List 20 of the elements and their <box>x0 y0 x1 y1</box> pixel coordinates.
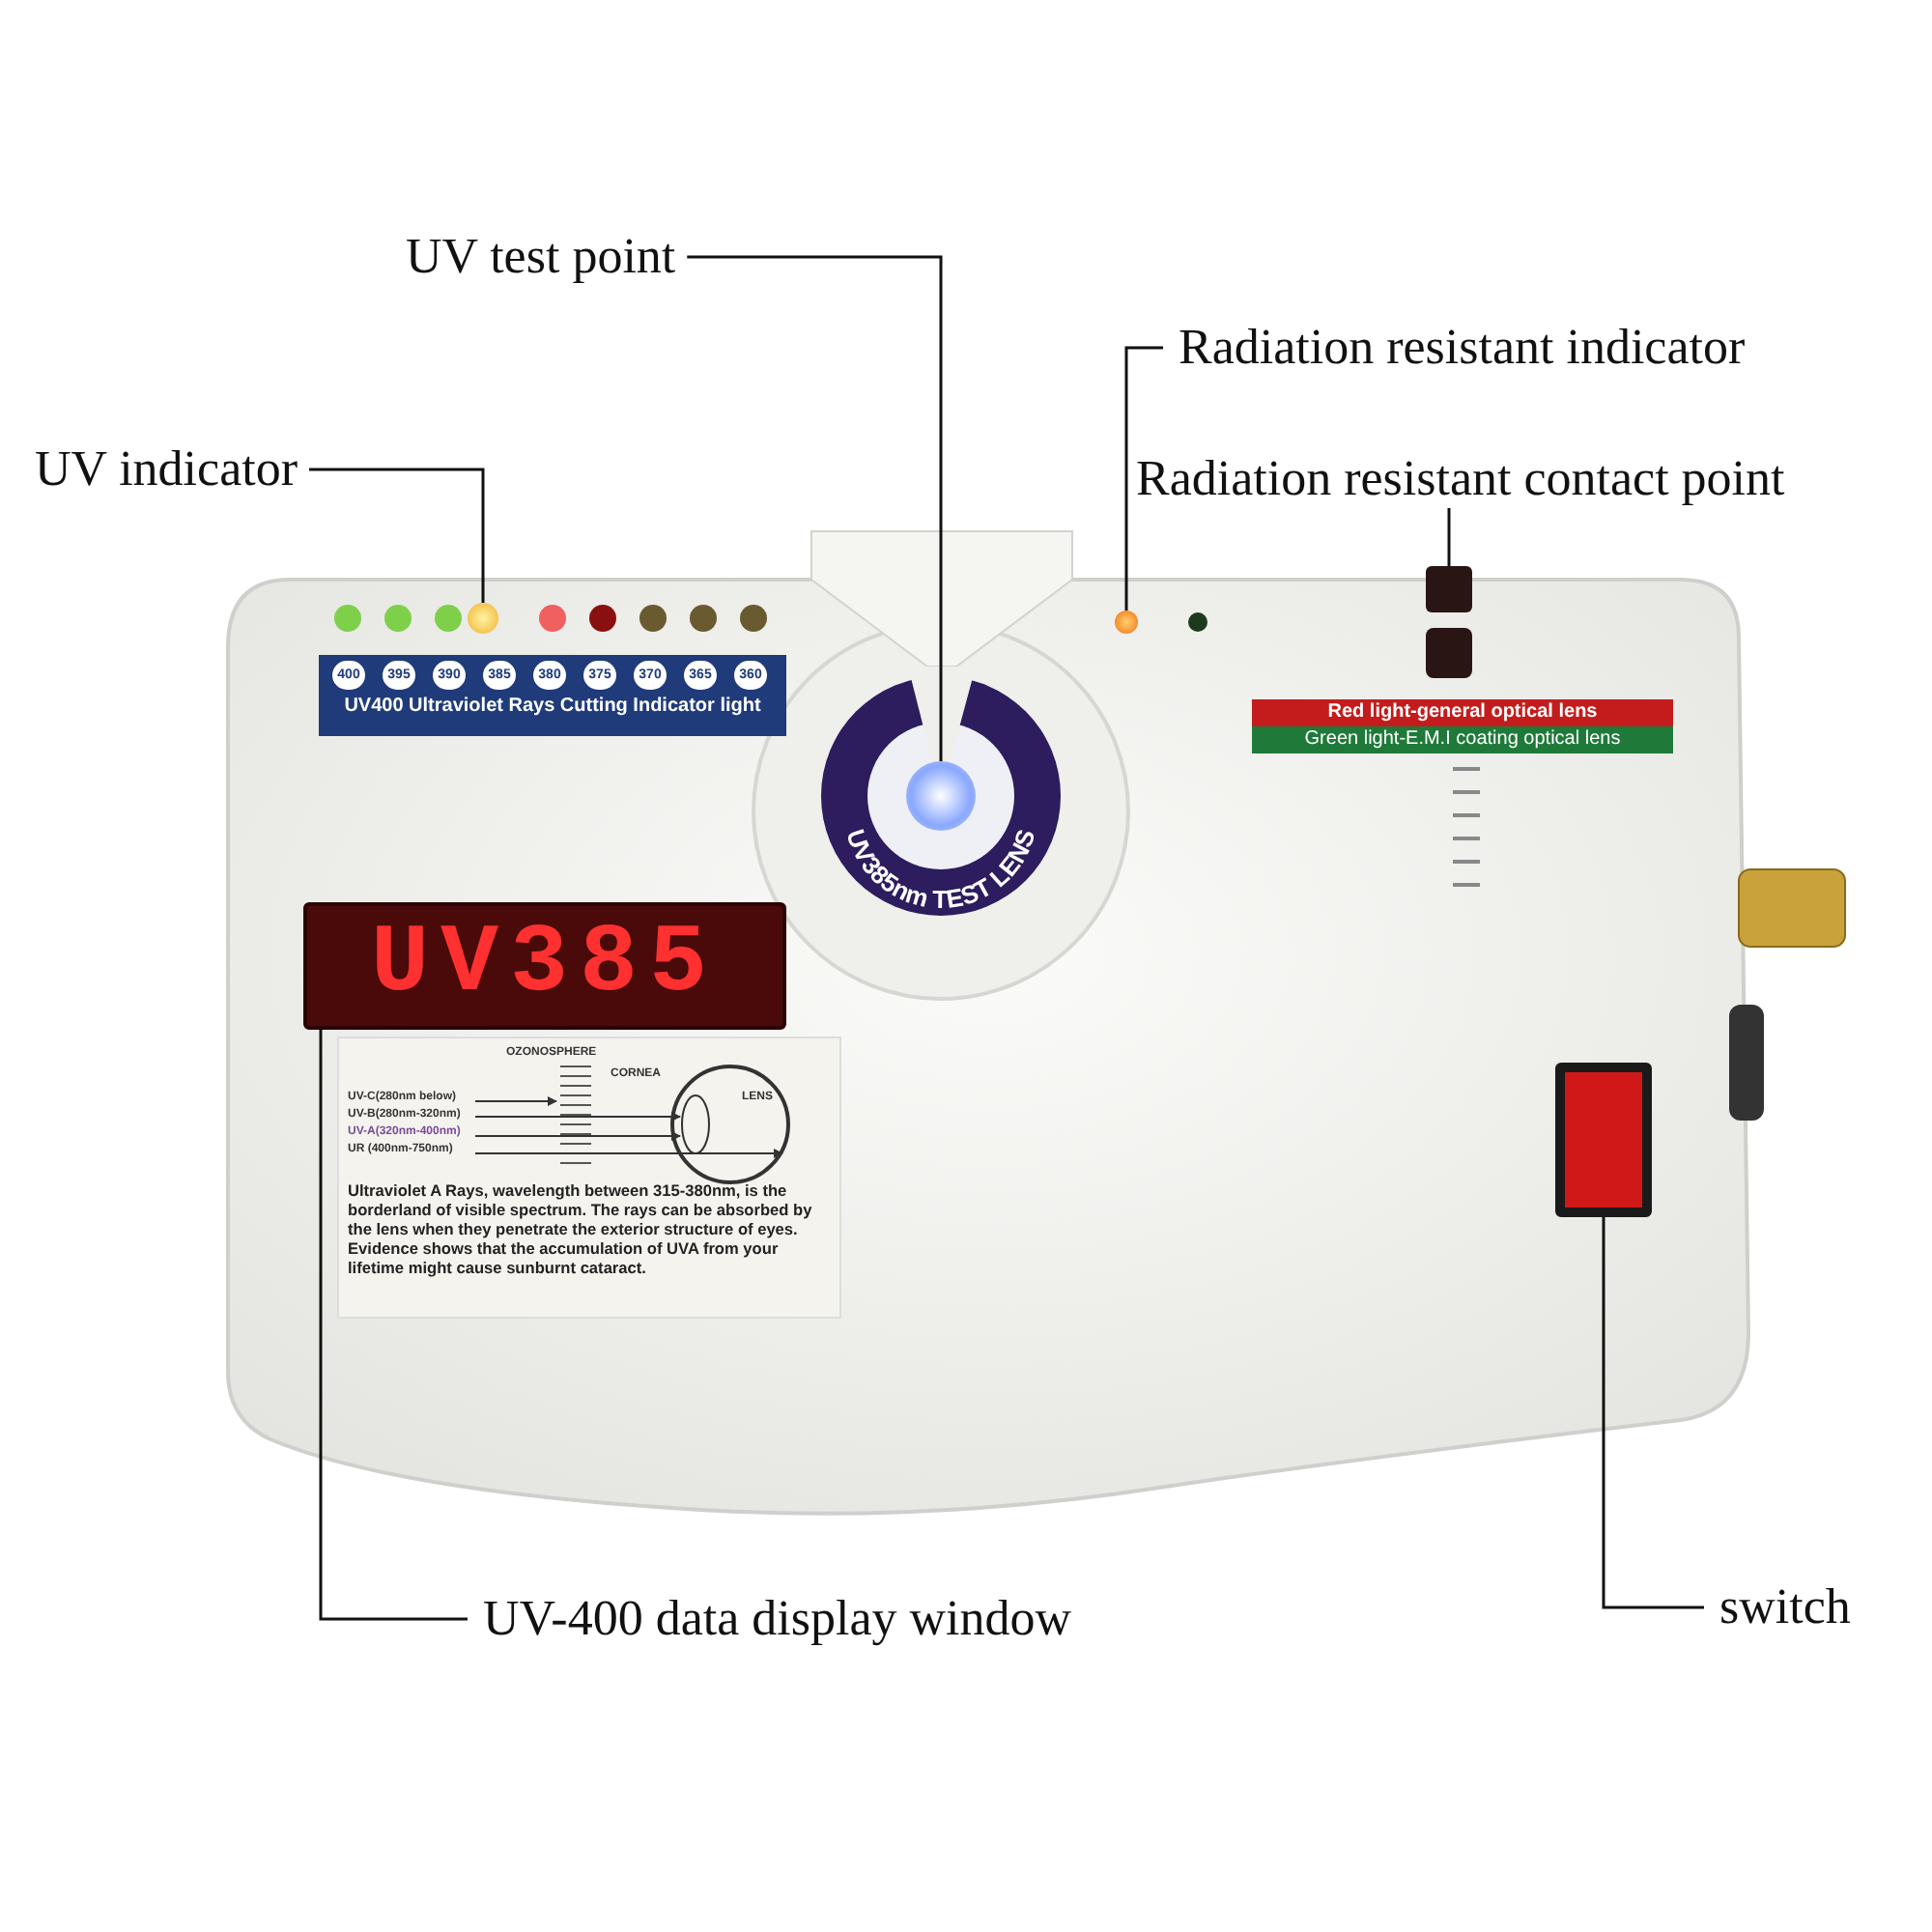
power-switch <box>1555 1063 1652 1217</box>
callout-label: switch <box>1719 1578 1851 1636</box>
leader-line <box>687 255 943 761</box>
display-readout: UV385 <box>368 908 722 1024</box>
lens-type-note: Red light-general optical lens <box>1325 699 1600 726</box>
info-paragraph: Ultraviolet A Rays, wavelength between 315-380nm, is the borderland of visible spectrum. The rays can be absorbed by the lens when they penetrate the exterior structure of eyes. Evidence shows that the accumulation of UVA from your lifetime might cause sunburnt cataract. <box>348 1182 814 1279</box>
leader-line <box>1602 1217 1704 1609</box>
callout-label: Radiation resistant contact point <box>1136 450 1785 508</box>
callout-label: UV-400 data display window <box>483 1590 1072 1648</box>
callout-label: Radiation resistant indicator <box>1179 319 1746 377</box>
callout-label: UV test point <box>406 228 676 286</box>
leader-line <box>319 1030 468 1621</box>
display-window <box>303 902 786 1030</box>
leader-line <box>1124 346 1163 611</box>
leader-line <box>1447 508 1451 566</box>
lens-type-note: Green light-E.M.I coating optical lens <box>1302 726 1623 753</box>
contact-button <box>1426 566 1472 612</box>
indicator-caption: UV400 Ultraviolet Rays Cutting Indicator light <box>342 696 763 719</box>
leader-line <box>309 468 485 603</box>
callout-label: UV indicator <box>35 440 298 498</box>
